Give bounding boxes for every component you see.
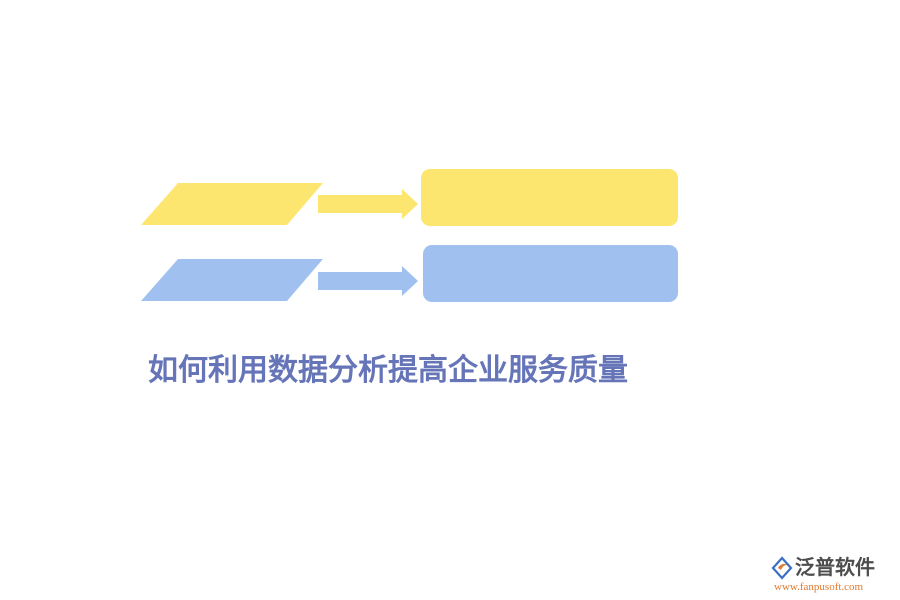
input-parallelogram-blue (141, 259, 323, 301)
arrow-right-icon (318, 189, 418, 219)
logo-url: www.fanpusoft.com (774, 581, 864, 593)
output-box-yellow (421, 169, 678, 226)
page-title: 如何利用数据分析提高企业服务质量 (148, 353, 628, 388)
brand-logo: 泛普软件 www.fanpusoft.com (770, 552, 895, 596)
fanpu-logo-icon (771, 556, 793, 580)
output-box-blue (423, 245, 678, 302)
arrow-right-icon (318, 266, 418, 296)
input-parallelogram-yellow (141, 183, 323, 225)
logo-name: 泛普软件 (795, 555, 875, 579)
